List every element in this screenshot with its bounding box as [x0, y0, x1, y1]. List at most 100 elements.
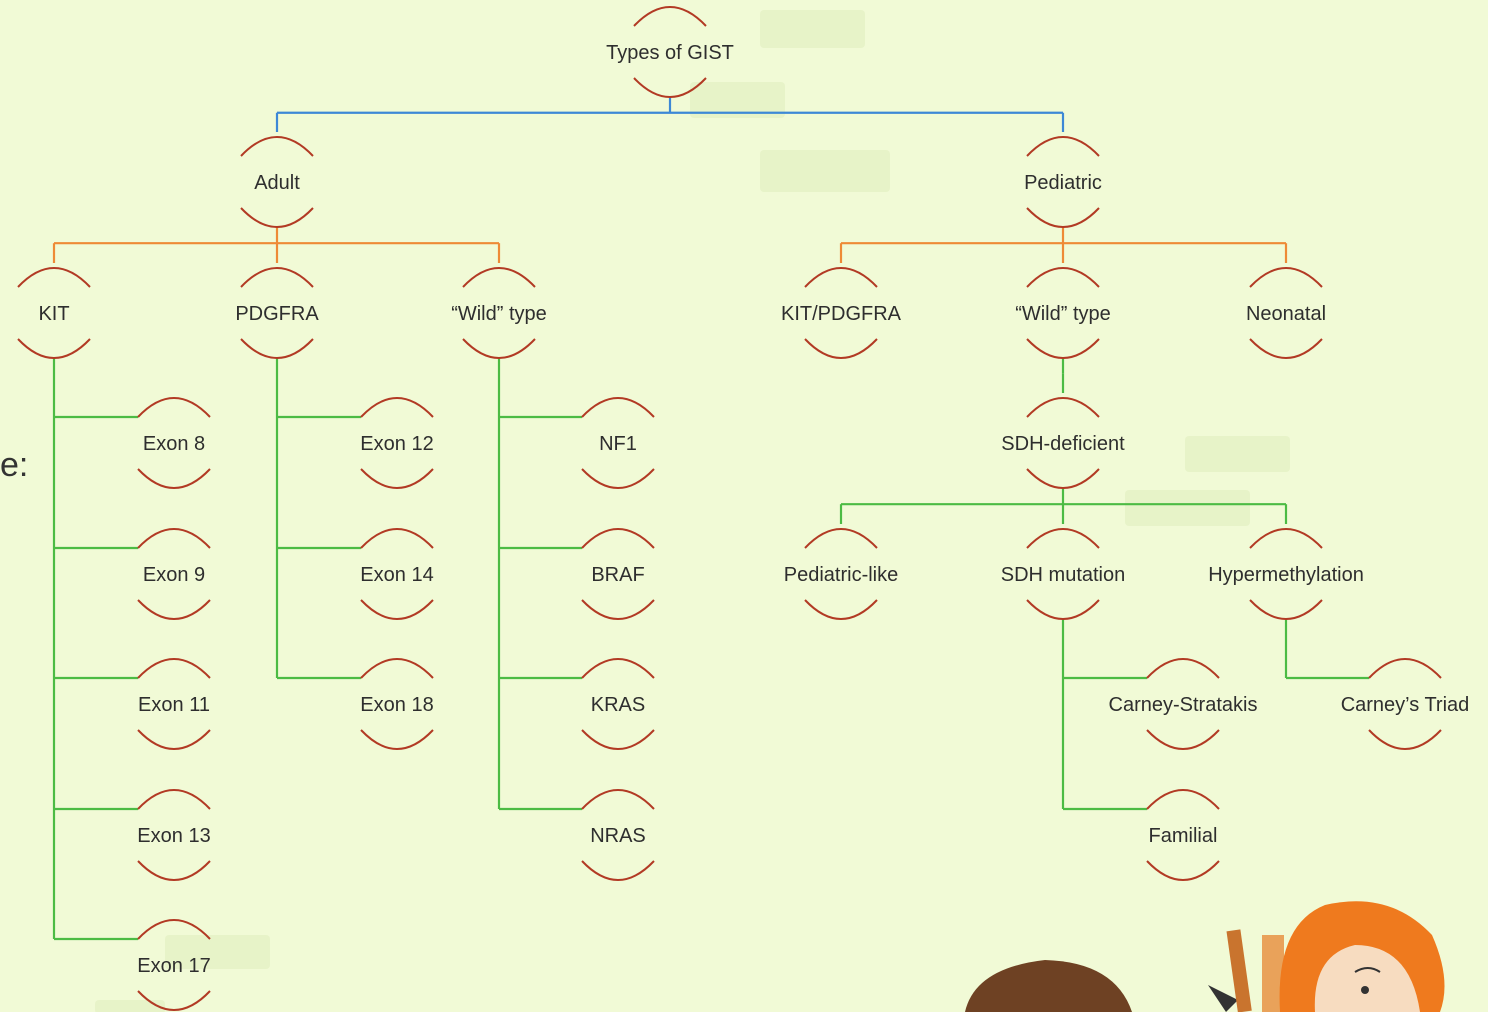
node-top-arc	[137, 789, 211, 810]
node-bottom-arc	[1249, 599, 1323, 620]
node-top-arc	[1146, 789, 1220, 810]
character-hair-dark	[965, 960, 1132, 1012]
background-decorations	[95, 10, 1290, 1012]
node-bottom-arc	[360, 729, 434, 750]
node-types-of-gist: Types of GIST	[606, 6, 734, 98]
node-label: KIT	[38, 303, 69, 325]
node-top-arc	[240, 136, 314, 157]
node-top-arc	[1026, 528, 1100, 549]
background-blob	[165, 935, 270, 969]
node-label: Exon 17	[137, 955, 210, 977]
node-pediatric: Pediatric	[1024, 136, 1102, 228]
node-bottom-arc	[137, 990, 211, 1011]
node-nras: NRAS	[581, 789, 655, 881]
node-label: Exon 18	[360, 694, 433, 716]
node-kras: KRAS	[581, 658, 655, 750]
node-bottom-arc	[581, 729, 655, 750]
node-label: Exon 12	[360, 433, 433, 455]
node-braf: BRAF	[581, 528, 655, 620]
paintbrush	[1226, 929, 1252, 1012]
ruler	[1262, 935, 1284, 1012]
node-bottom-arc	[137, 468, 211, 489]
character-eye	[1361, 986, 1369, 994]
node-label: Exon 9	[143, 564, 205, 586]
node-label: NF1	[599, 433, 637, 455]
node-nf1: NF1	[581, 397, 655, 489]
node-bottom-arc	[1026, 207, 1100, 228]
node-wild-type: “Wild” type	[1015, 267, 1111, 359]
background-blob	[760, 10, 865, 48]
node-exon-11: Exon 11	[137, 658, 211, 750]
node-top-arc	[360, 528, 434, 549]
node-top-arc	[804, 528, 878, 549]
cartoon-illustration	[965, 901, 1445, 1012]
node-label: PDGFRA	[235, 303, 319, 325]
node-top-arc	[137, 397, 211, 418]
node-top-arc	[1026, 267, 1100, 288]
node-kit: KIT	[17, 267, 91, 359]
node-pdgfra: PDGFRA	[235, 267, 319, 359]
node-carney-stratakis: Carney-Stratakis	[1109, 658, 1258, 750]
node-label: Types of GIST	[606, 42, 734, 64]
node-label: KIT/PDGFRA	[781, 303, 902, 325]
node-exon-12: Exon 12	[360, 397, 434, 489]
node-pediatric-like: Pediatric-like	[784, 528, 898, 620]
node-sdh-mutation: SDH mutation	[1001, 528, 1126, 620]
node-label: Pediatric-like	[784, 564, 898, 586]
node-bottom-arc	[581, 468, 655, 489]
node-bottom-arc	[17, 338, 91, 359]
character-eyebrow	[1354, 967, 1381, 973]
node-exon-8: Exon 8	[137, 397, 211, 489]
partial-side-text: e:	[0, 446, 29, 484]
node-top-arc	[1368, 658, 1442, 679]
node-top-arc	[240, 267, 314, 288]
node-bottom-arc	[137, 599, 211, 620]
node-wild-type: “Wild” type	[451, 267, 547, 359]
node-bottom-arc	[360, 468, 434, 489]
node-adult: Adult	[240, 136, 314, 228]
node-bottom-arc	[804, 338, 878, 359]
node-neonatal: Neonatal	[1246, 267, 1326, 359]
tree-connectors	[52, 97, 1369, 941]
node-label: Neonatal	[1246, 303, 1326, 325]
node-label: Exon 14	[360, 564, 433, 586]
node-label: SDH-deficient	[1001, 433, 1125, 455]
node-exon-18: Exon 18	[360, 658, 434, 750]
node-top-arc	[1249, 267, 1323, 288]
node-exon-17: Exon 17	[137, 919, 211, 1011]
node-top-arc	[137, 658, 211, 679]
node-top-arc	[462, 267, 536, 288]
node-label: Pediatric	[1024, 172, 1102, 194]
node-bottom-arc	[1026, 468, 1100, 489]
node-top-arc	[1026, 397, 1100, 418]
node-sdh-deficient: SDH-deficient	[1001, 397, 1125, 489]
node-label: “Wild” type	[1015, 303, 1111, 325]
background-blob	[690, 82, 785, 118]
node-exon-13: Exon 13	[137, 789, 211, 881]
node-label: Exon 11	[138, 694, 210, 716]
node-bottom-arc	[581, 860, 655, 881]
node-top-arc	[137, 528, 211, 549]
node-label: Hypermethylation	[1208, 564, 1364, 586]
node-top-arc	[581, 397, 655, 418]
node-label: Carney-Stratakis	[1109, 694, 1258, 716]
pencil-tip	[1208, 985, 1238, 1012]
node-label: BRAF	[591, 564, 644, 586]
node-label: SDH mutation	[1001, 564, 1126, 586]
node-bottom-arc	[1368, 729, 1442, 750]
node-top-arc	[581, 789, 655, 810]
node-top-arc	[1026, 136, 1100, 157]
node-bottom-arc	[1146, 860, 1220, 881]
node-label: KRAS	[591, 694, 645, 716]
background-blob	[760, 150, 890, 192]
node-label: Exon 13	[137, 825, 210, 847]
node-top-arc	[360, 397, 434, 418]
node-exon-9: Exon 9	[137, 528, 211, 620]
node-label: “Wild” type	[451, 303, 547, 325]
node-bottom-arc	[137, 729, 211, 750]
background-blob	[95, 1000, 165, 1012]
node-kit-pdgfra: KIT/PDGFRA	[781, 267, 902, 359]
node-bottom-arc	[633, 77, 707, 98]
